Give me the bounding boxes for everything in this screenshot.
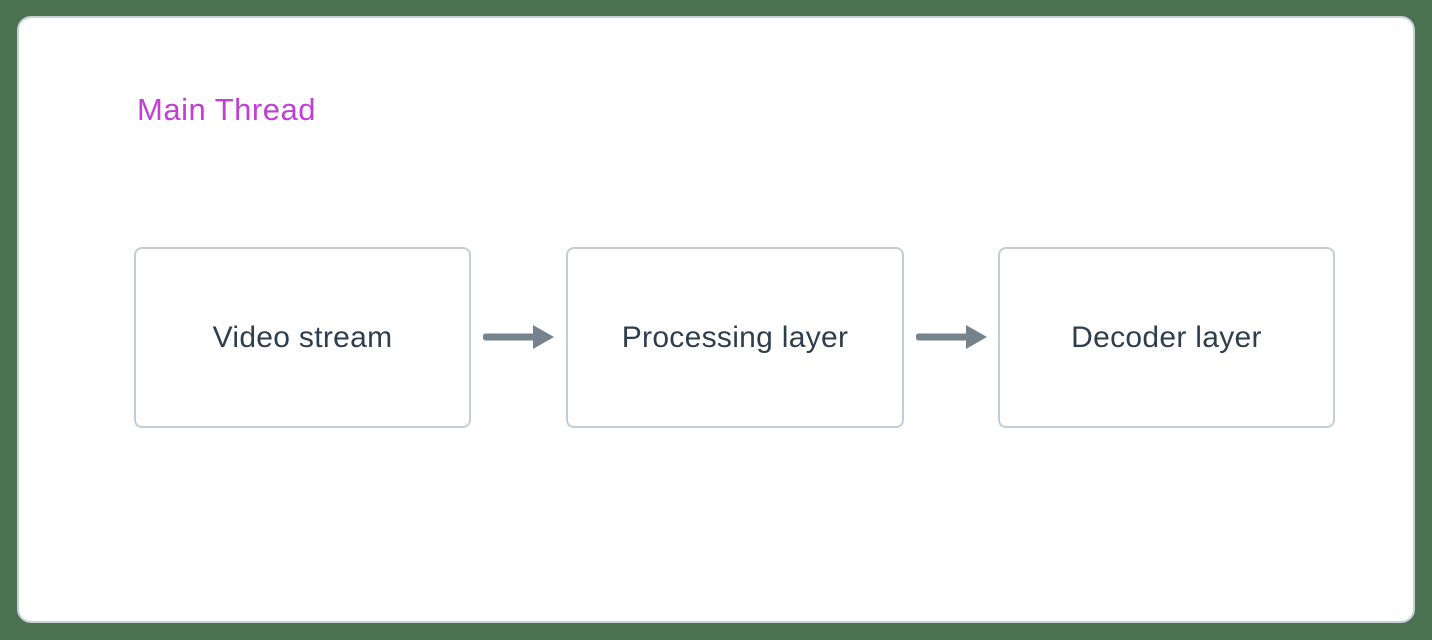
node-processing-layer-label: Processing layer — [621, 320, 849, 354]
node-decoder-layer-label: Decoder layer — [1071, 320, 1262, 354]
panel-title: Main Thread — [137, 92, 316, 127]
node-video-stream: Video stream — [134, 247, 471, 428]
node-decoder-layer: Decoder layer — [998, 247, 1335, 428]
main-thread-panel: Main Thread Video stream Processing laye… — [17, 16, 1415, 623]
right-arrow-icon — [483, 325, 554, 349]
node-processing-layer: Processing layer — [566, 247, 904, 428]
right-arrow-icon — [916, 325, 987, 349]
node-video-stream-label: Video stream — [212, 320, 393, 354]
